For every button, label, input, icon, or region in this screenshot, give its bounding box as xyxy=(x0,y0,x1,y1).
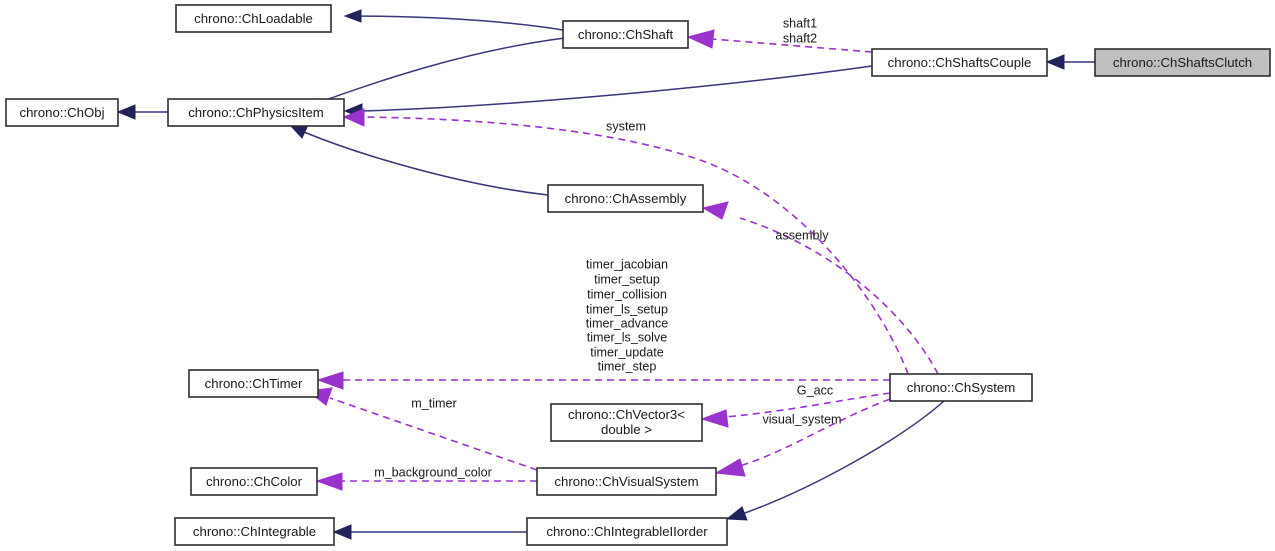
node-chshaft-label: chrono::ChShaft xyxy=(578,27,674,42)
node-chobj[interactable]: chrono::ChObj xyxy=(5,98,119,127)
node-chassembly-box[interactable] xyxy=(547,184,704,213)
edge-label-timer-update: timer_update xyxy=(590,345,664,359)
node-chvisualsystem-box[interactable] xyxy=(536,467,717,496)
edge-label-system: system xyxy=(606,119,646,133)
node-chphysicsitem-label: chrono::ChPhysicsItem xyxy=(188,105,324,120)
node-chintegrable[interactable]: chrono::ChIntegrable xyxy=(174,517,335,546)
edge-label-g-acc: G_acc xyxy=(797,383,833,397)
node-chobj-label: chrono::ChObj xyxy=(19,105,104,120)
node-chobj-box[interactable] xyxy=(5,98,119,127)
edge-label-assembly: assembly xyxy=(775,228,829,242)
node-chshaftsclutch[interactable]: chrono::ChShaftsClutch xyxy=(1094,48,1271,77)
node-chcolor[interactable]: chrono::ChColor xyxy=(190,467,318,496)
edge-chshaftscouple-chphysicsitem xyxy=(343,65,873,119)
node-chtimer-label: chrono::ChTimer xyxy=(205,376,303,391)
node-chvector3-label-line2: double > xyxy=(601,422,652,437)
node-chshaftscouple-label: chrono::ChShaftsCouple xyxy=(888,55,1032,70)
node-chcolor-box[interactable] xyxy=(190,467,318,496)
node-chsystem-box[interactable] xyxy=(889,373,1033,402)
edge-chshaft-chloadable xyxy=(343,9,564,31)
edge-chshaftscouple-chshaft xyxy=(686,29,873,53)
edge-label-timer-setup: timer_setup xyxy=(594,272,660,286)
node-chvisualsystem[interactable]: chrono::ChVisualSystem xyxy=(536,467,717,496)
node-chassembly-label: chrono::ChAssembly xyxy=(565,191,687,206)
edge-chvisualsystem-chcolor-usage xyxy=(315,472,537,491)
node-chassembly[interactable]: chrono::ChAssembly xyxy=(547,184,704,213)
edge-label-timer-jacobian: timer_jacobian xyxy=(586,257,668,271)
edge-chsystem-chphysicsitem-usage xyxy=(342,108,909,375)
node-chshaftscouple[interactable]: chrono::ChShaftsCouple xyxy=(871,48,1048,77)
edge-label-shaft1: shaft1 xyxy=(783,16,817,30)
edge-label-timer-advance: timer_advance xyxy=(586,316,669,330)
node-chvector3-box[interactable] xyxy=(550,403,703,442)
edge-chshaftsclutch-chshaftscouple xyxy=(1045,54,1095,70)
node-chphysicsitem[interactable]: chrono::ChPhysicsItem xyxy=(167,98,345,127)
edge-chsystem-chtimer-usage xyxy=(316,371,890,390)
node-chvisualsystem-label: chrono::ChVisualSystem xyxy=(554,474,698,489)
edge-chsystem-chintegrableiiorder xyxy=(725,400,945,521)
node-chvector3-label-line1: chrono::ChVector3< xyxy=(568,407,685,422)
node-chvector3[interactable]: chrono::ChVector3< double > xyxy=(550,403,703,442)
node-chshaftsclutch-box[interactable] xyxy=(1094,48,1271,77)
edge-label-timer-ls-setup: timer_ls_setup xyxy=(586,302,668,316)
edge-label-shaft2: shaft2 xyxy=(783,31,817,45)
edge-label-visual-system: visual_system xyxy=(762,412,841,426)
node-chsystem[interactable]: chrono::ChSystem xyxy=(889,373,1033,402)
node-chtimer-box[interactable] xyxy=(188,369,319,398)
node-chintegrable-box[interactable] xyxy=(174,517,335,546)
node-chintegrableiiorder-box[interactable] xyxy=(526,517,728,546)
node-chloadable-box[interactable] xyxy=(175,4,332,33)
edge-label-timer-step: timer_step xyxy=(598,359,657,373)
node-chloadable-label: chrono::ChLoadable xyxy=(194,11,313,26)
node-chloadable[interactable]: chrono::ChLoadable xyxy=(175,4,332,33)
edge-label-timer-ls-solve: timer_ls_solve xyxy=(587,330,668,344)
node-chintegrableiiorder[interactable]: chrono::ChIntegrableIIorder xyxy=(526,517,728,546)
edge-label-timer-collision: timer_collision xyxy=(587,287,667,301)
node-chsystem-label: chrono::ChSystem xyxy=(907,380,1015,395)
node-layer: chrono::ChLoadable chrono::ChObj chrono:… xyxy=(5,4,1271,546)
node-chshaft[interactable]: chrono::ChShaft xyxy=(562,20,689,49)
node-chphysicsitem-box[interactable] xyxy=(167,98,345,127)
node-chshaftsclutch-label: chrono::ChShaftsClutch xyxy=(1113,55,1252,70)
node-chshaft-box[interactable] xyxy=(562,20,689,49)
node-chcolor-label: chrono::ChColor xyxy=(206,474,303,489)
edge-chassembly-chphysicsitem xyxy=(289,124,549,196)
edge-chphysicsitem-chobj xyxy=(116,104,168,120)
edge-chsystem-chvisualsystem-usage xyxy=(714,398,891,477)
node-chshaftscouple-box[interactable] xyxy=(871,48,1048,77)
edge-label-m-background-color: m_background_color xyxy=(374,465,492,479)
node-chintegrable-label: chrono::ChIntegrable xyxy=(193,524,316,539)
node-chintegrableiiorder-label: chrono::ChIntegrableIIorder xyxy=(546,524,708,539)
edge-chsystem-chassembly-usage xyxy=(701,201,939,375)
edge-label-layer: shaft1 shaft2 system assembly timer_jaco… xyxy=(374,16,841,479)
edge-chintegrableiiorder-chintegrable xyxy=(332,524,527,540)
edge-label-m-timer: m_timer xyxy=(411,396,456,410)
node-chtimer[interactable]: chrono::ChTimer xyxy=(188,369,319,398)
edge-chsystem-chvector3-usage xyxy=(700,392,891,428)
